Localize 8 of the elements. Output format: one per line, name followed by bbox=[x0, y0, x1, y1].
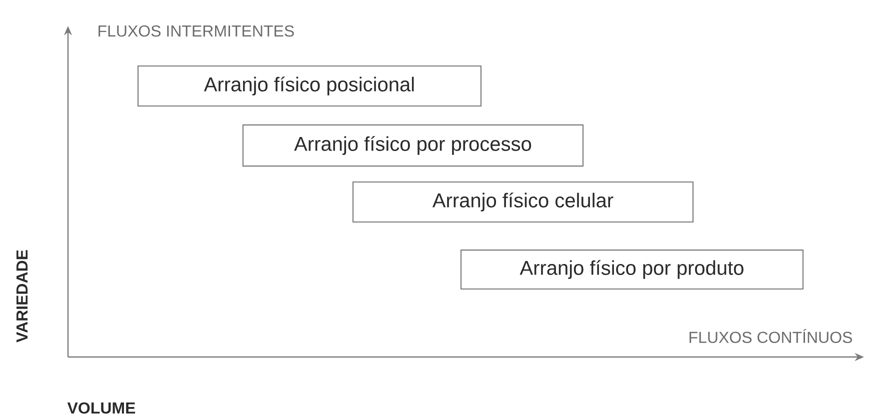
layout-box: Arranjo físico posicional bbox=[138, 65, 482, 107]
layout-box: Arranjo físico por produto bbox=[460, 250, 804, 290]
axis-label: VARIEDADE bbox=[16, 250, 28, 342]
axis-label: FLUXOS INTERMITENTES bbox=[98, 25, 294, 37]
axis-label: VOLUME bbox=[67, 402, 136, 414]
axis-label: FLUXOS CONTÍNUOS bbox=[690, 329, 852, 343]
layout-box: Arranjo físico por processo bbox=[242, 124, 584, 167]
layout-box: Arranjo físico celular bbox=[352, 181, 694, 223]
